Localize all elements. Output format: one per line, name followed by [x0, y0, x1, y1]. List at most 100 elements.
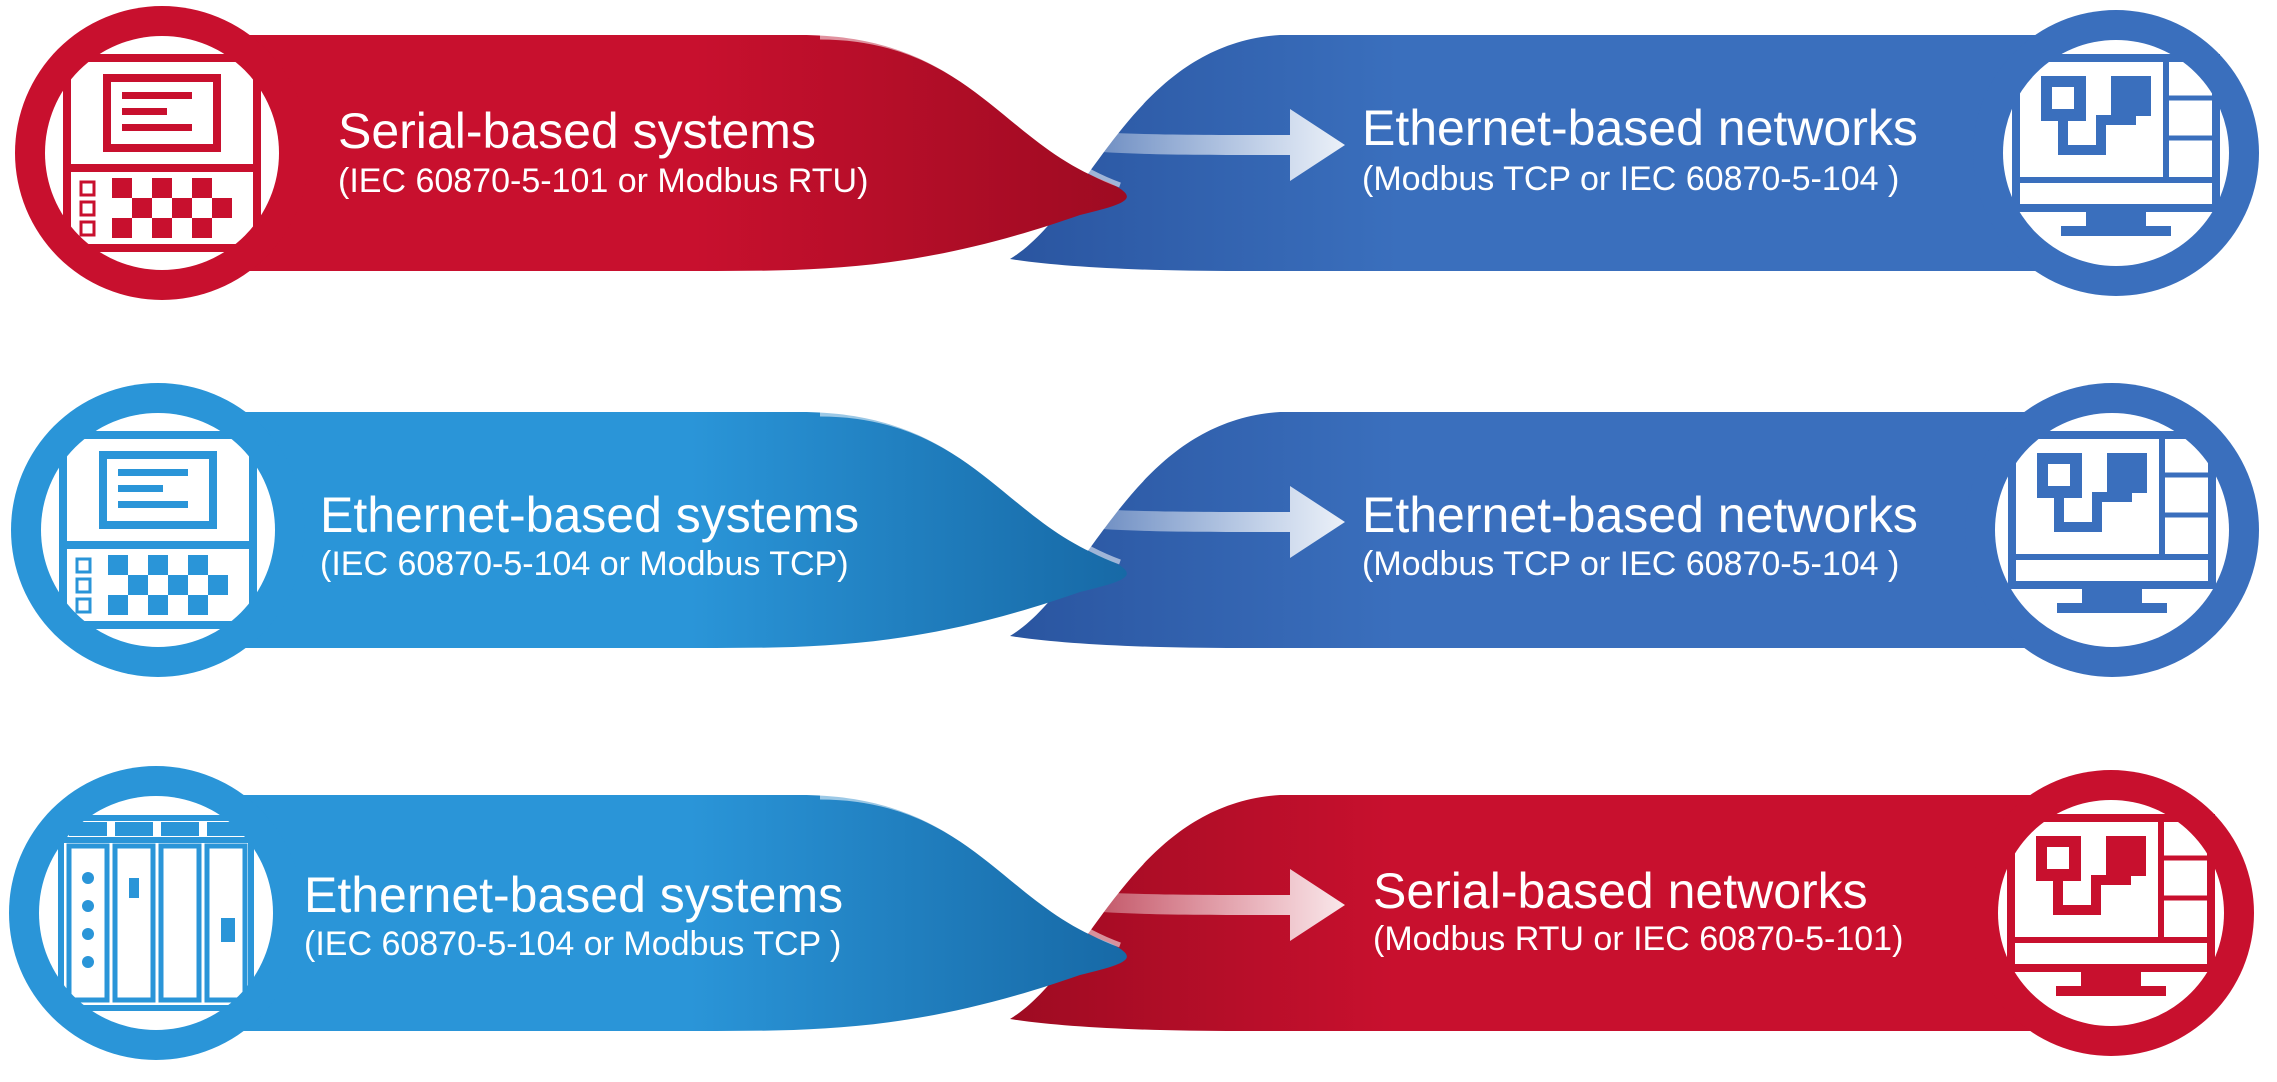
conversion-row-1: Serial-based systems(IEC 60870-5-101 or … — [15, 6, 2259, 300]
source-ribbon — [158, 412, 1127, 648]
checker-cell — [112, 218, 132, 238]
checker-cell — [152, 178, 172, 198]
status-led — [75, 557, 92, 574]
checker-cell — [192, 178, 212, 198]
panel-frame — [63, 54, 261, 252]
rack-module — [204, 843, 248, 1003]
status-led — [79, 200, 96, 217]
screen-line — [122, 124, 192, 131]
scada-monitor-icon — [2007, 814, 2215, 996]
monitor-base — [2061, 226, 2171, 236]
rack-modules-icon — [58, 815, 254, 1011]
module-led — [82, 900, 94, 912]
checker-cell — [108, 555, 128, 575]
target-subtitle: (Modbus TCP or IEC 60870-5-104 ) — [1362, 160, 1899, 198]
source-circle-inner — [39, 796, 273, 1030]
checker-cell — [108, 595, 128, 615]
ribbon-row-3 — [9, 766, 2254, 1060]
module-cap — [161, 822, 199, 836]
source-title: Ethernet-based systems — [304, 867, 843, 923]
target-ribbon — [1010, 795, 2111, 1031]
monitor-neck — [2081, 968, 2141, 988]
terminal-panel-icon — [63, 54, 261, 252]
diagram-connector — [2053, 875, 2131, 915]
conversion-row-3: Ethernet-based systems(IEC 60870-5-104 o… — [9, 766, 2254, 1060]
rack-module — [158, 843, 202, 1003]
checker-cell — [112, 178, 132, 198]
status-led — [75, 577, 92, 594]
conversion-row-2: Ethernet-based systems(IEC 60870-5-104 o… — [11, 383, 2259, 677]
module-port — [129, 878, 139, 898]
target-title: Ethernet-based networks — [1362, 487, 1918, 543]
target-subtitle: (Modbus RTU or IEC 60870-5-101) — [1373, 920, 1903, 958]
checker-cell — [148, 555, 168, 575]
fold-highlight — [819, 794, 1121, 948]
target-ribbon — [1010, 35, 2116, 271]
panel-frame — [59, 431, 257, 629]
status-led — [79, 180, 96, 197]
module-led — [82, 928, 94, 940]
source-subtitle: (IEC 60870-5-104 or Modbus TCP) — [320, 545, 849, 583]
target-title: Serial-based networks — [1373, 863, 1868, 919]
checker-cell — [188, 555, 208, 575]
source-ribbon — [156, 795, 1127, 1031]
diagram-block-inner — [2052, 87, 2074, 109]
checker-cell — [152, 218, 172, 238]
screen-line — [118, 469, 188, 476]
diagram-connector — [2058, 115, 2136, 155]
checker-cell — [132, 198, 152, 218]
screen-line — [122, 108, 167, 115]
module-cap — [207, 822, 245, 836]
checker-cell — [148, 595, 168, 615]
checker-cell — [208, 575, 228, 595]
monitor-neck — [2082, 585, 2142, 605]
scada-monitor-icon — [2012, 54, 2220, 236]
monitor-neck — [2086, 208, 2146, 228]
diagram-block-inner — [2047, 847, 2069, 869]
diagram-block — [2106, 836, 2146, 876]
diagram-block-inner — [2048, 464, 2070, 486]
status-led — [75, 597, 92, 614]
module-port — [221, 918, 235, 942]
status-led — [79, 220, 96, 237]
terminal-panel-icon — [59, 431, 257, 629]
checker-cell — [188, 595, 208, 615]
diagram-block — [2107, 453, 2147, 493]
conversion-arrow — [1030, 869, 1345, 941]
source-subtitle: (IEC 60870-5-104 or Modbus TCP ) — [304, 925, 841, 963]
source-ribbon — [162, 35, 1127, 271]
screen-frame — [99, 451, 217, 529]
monitor-base — [2056, 986, 2166, 996]
screen-line — [118, 501, 188, 508]
module-led — [82, 872, 94, 884]
checker-cell — [128, 575, 148, 595]
module-cap — [69, 822, 107, 836]
checker-cell — [212, 198, 232, 218]
conversion-arrow — [1030, 109, 1345, 181]
rack-frame — [58, 815, 254, 1011]
rack-module — [66, 843, 110, 1003]
module-cap — [115, 822, 153, 836]
rack-module — [112, 843, 156, 1003]
scada-monitor-icon — [2008, 431, 2216, 613]
target-subtitle: (Modbus TCP or IEC 60870-5-104 ) — [1362, 545, 1899, 583]
monitor-base — [2057, 603, 2167, 613]
diagram-connector — [2054, 492, 2132, 532]
checker-cell — [192, 218, 212, 238]
screen-line — [118, 485, 163, 492]
target-title: Ethernet-based networks — [1362, 100, 1918, 156]
source-subtitle: (IEC 60870-5-101 or Modbus RTU) — [338, 162, 868, 200]
source-title: Serial-based systems — [338, 103, 816, 159]
screen-line — [122, 92, 192, 99]
module-led — [82, 956, 94, 968]
conversion-arrow — [1030, 486, 1345, 558]
diagram-block — [2111, 76, 2151, 116]
screen-frame — [103, 74, 221, 152]
checker-cell — [172, 198, 192, 218]
target-ribbon — [1010, 412, 2112, 648]
checker-cell — [168, 575, 188, 595]
fold-highlight — [819, 411, 1121, 565]
fold-highlight — [819, 34, 1121, 188]
